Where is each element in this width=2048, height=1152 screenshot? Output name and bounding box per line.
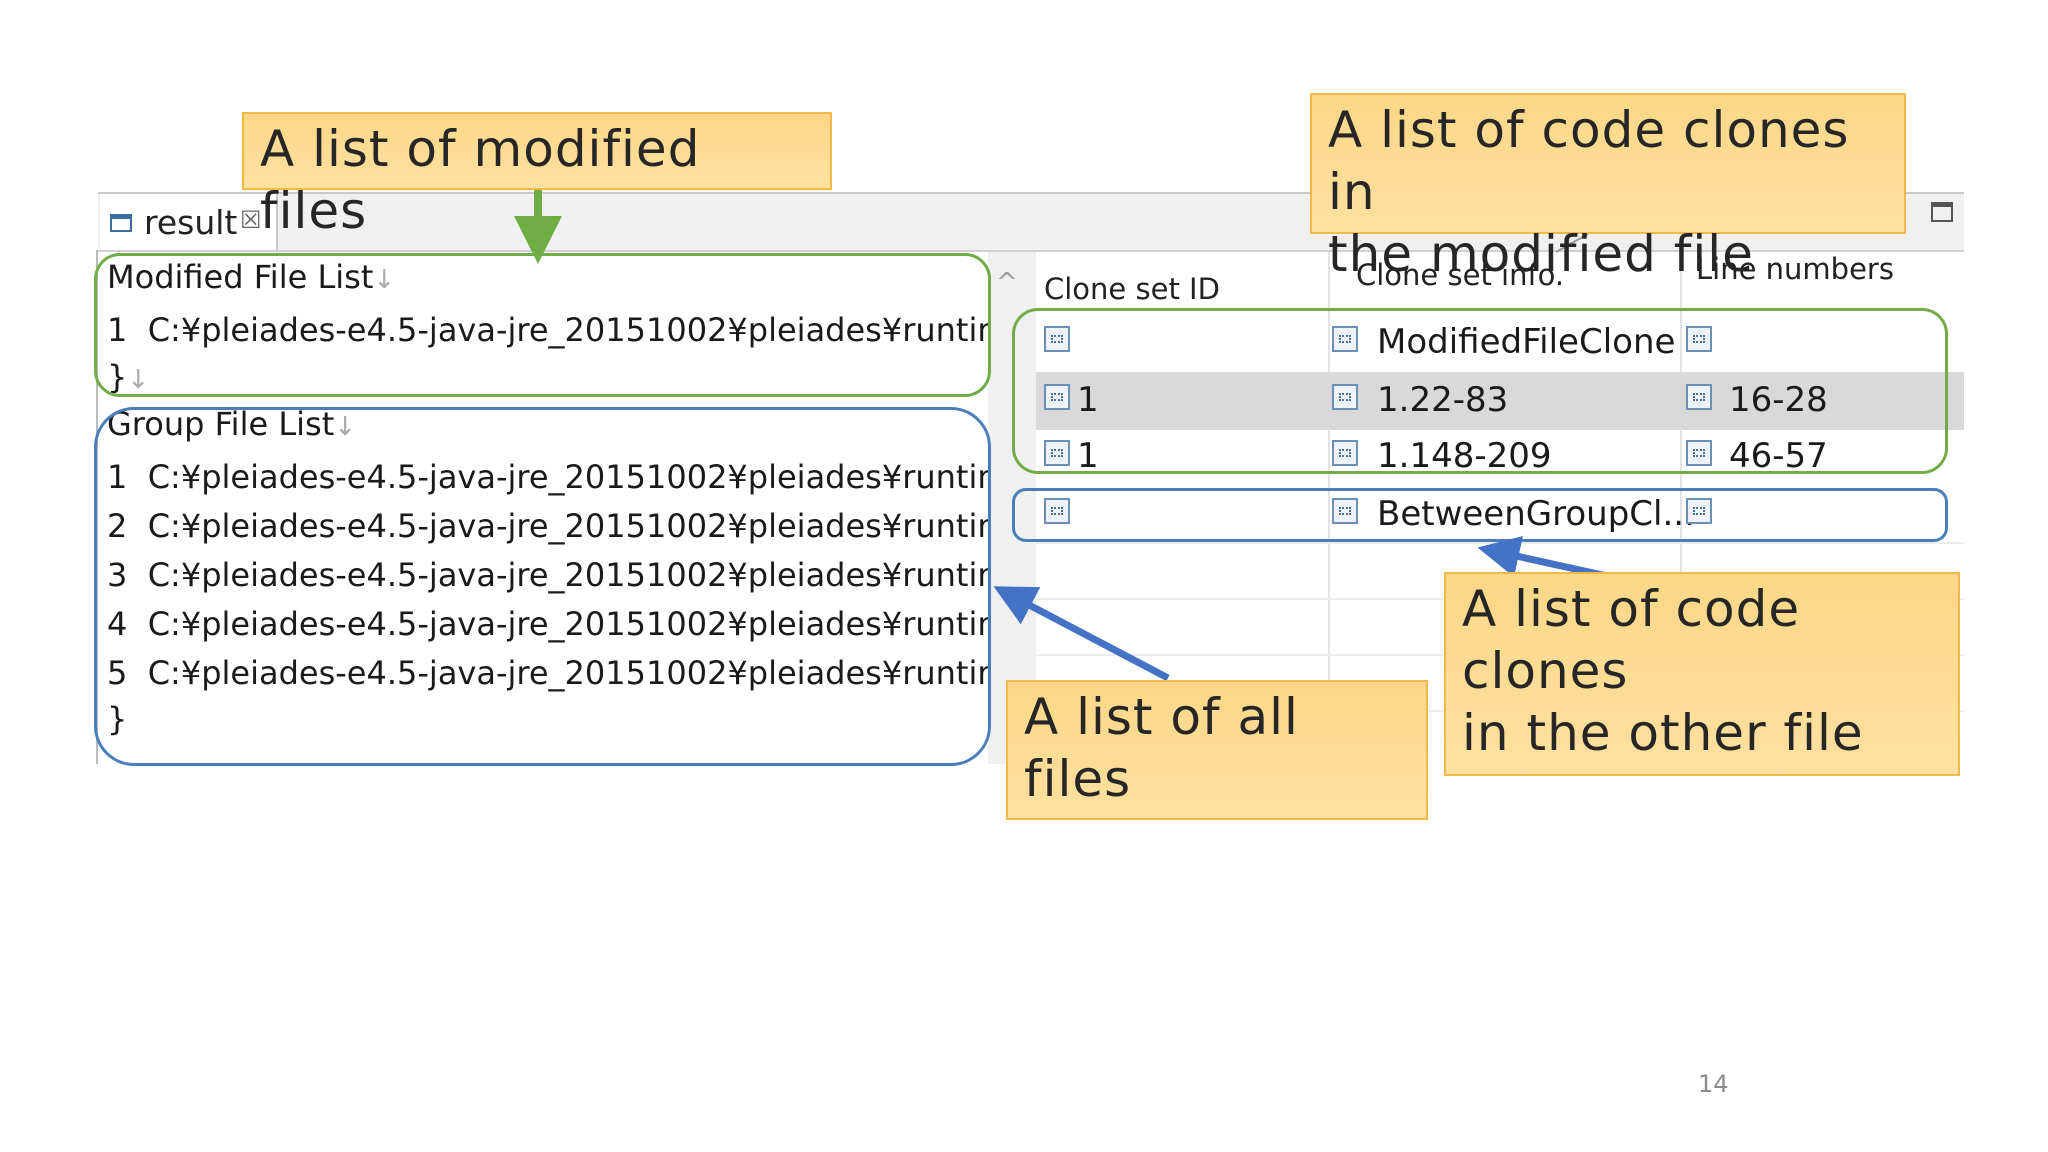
view-left-border: [96, 250, 98, 764]
callout-modified-files: A list of modified files: [242, 112, 832, 240]
callout-clones-other-file: A list of code clones in the other file: [1444, 572, 1960, 776]
clone-element-icon: [1332, 498, 1358, 524]
table-cell-id[interactable]: 1: [1077, 380, 1099, 420]
chevron-up-icon[interactable]: ^: [996, 268, 1018, 298]
clone-element-icon: [1332, 440, 1358, 466]
column-header-clone-set-info[interactable]: Clone set info.: [1356, 258, 1565, 292]
clone-element-icon: [1686, 384, 1712, 410]
table-cell-info: ModifiedFileClone: [1377, 322, 1676, 362]
clone-element-icon: [1044, 326, 1070, 352]
table-cell-info[interactable]: BetweenGroupCl...: [1377, 494, 1695, 534]
table-cell-id[interactable]: 1: [1077, 436, 1099, 476]
group-file-list-header: Group File List↓: [107, 405, 357, 443]
line-number: 5: [107, 654, 128, 692]
group-file-line[interactable]: 3 C:¥pleiades-e4.5-java-jre_20151002¥ple…: [107, 553, 1028, 597]
all-files-outline: [94, 407, 991, 766]
selected-row-highlight: [1036, 372, 1964, 430]
line-number: 4: [107, 605, 128, 643]
file-path: C:¥pleiades-e4.5-java-jre_20151002¥pleia…: [147, 507, 1029, 545]
callout-all-files: A list of all files: [1006, 680, 1428, 820]
column-header-line-numbers[interactable]: Line numbers: [1696, 252, 1894, 286]
group-file-line[interactable]: 5 C:¥pleiades-e4.5-java-jre_20151002¥ple…: [107, 651, 1028, 695]
clone-element-icon: [1044, 384, 1070, 410]
line-number: 2: [107, 507, 128, 545]
close-icon[interactable]: ☒: [240, 206, 262, 234]
callout-pointer: [1555, 233, 1589, 253]
table-cell-info[interactable]: 1.22-83: [1377, 380, 1509, 420]
group-file-line[interactable]: 1 C:¥pleiades-e4.5-java-jre_20151002¥ple…: [107, 455, 1028, 499]
file-path: C:¥pleiades-e4.5-java-jre_20151002¥pleia…: [147, 605, 1029, 643]
clone-element-icon: [1332, 384, 1358, 410]
table-cell-lines[interactable]: 46-57: [1729, 436, 1828, 476]
column-header-clone-set-id[interactable]: Clone set ID: [1044, 272, 1220, 306]
clone-element-icon: [1332, 326, 1358, 352]
file-path: C:¥pleiades-e4.5-java-jre_20151002¥pleia…: [147, 654, 1029, 692]
line-number: 3: [107, 556, 128, 594]
modified-file-line[interactable]: 1 C:¥pleiades-e4.5-java-jre_20151002¥ple…: [107, 308, 1028, 352]
tab-label[interactable]: result: [144, 203, 238, 242]
view-window-icon: [110, 214, 132, 232]
clone-element-icon: [1686, 498, 1712, 524]
table-cell-info[interactable]: 1.148-209: [1377, 436, 1552, 476]
modified-clones-outline: [1012, 308, 1948, 474]
column-separator: [1680, 252, 1682, 764]
clone-element-icon: [1686, 326, 1712, 352]
file-path: C:¥pleiades-e4.5-java-jre_20151002¥pleia…: [147, 311, 1029, 349]
clone-element-icon: [1044, 440, 1070, 466]
modified-file-list-header: Modified File List↓: [107, 258, 396, 296]
slide-page-number: 14: [1698, 1070, 1729, 1098]
group-file-line[interactable]: 4 C:¥pleiades-e4.5-java-jre_20151002¥ple…: [107, 602, 1028, 646]
line-number: 1: [107, 311, 128, 349]
clone-element-icon: [1044, 498, 1070, 524]
callout-clones-modified-file: A list of code clones in the modified fi…: [1310, 93, 1906, 283]
tab-result[interactable]: [100, 194, 278, 250]
file-path: C:¥pleiades-e4.5-java-jre_20151002¥pleia…: [147, 458, 1029, 496]
file-path: C:¥pleiades-e4.5-java-jre_20151002¥pleia…: [147, 556, 1029, 594]
group-file-line[interactable]: 2 C:¥pleiades-e4.5-java-jre_20151002¥ple…: [107, 504, 1028, 548]
line-number: 1: [107, 458, 128, 496]
clone-element-icon: [1686, 440, 1712, 466]
arrow-left-icon: [993, 586, 1170, 682]
column-separator: [1328, 252, 1330, 764]
table-cell-lines[interactable]: 16-28: [1729, 380, 1828, 420]
maximize-icon[interactable]: [1931, 202, 1953, 222]
